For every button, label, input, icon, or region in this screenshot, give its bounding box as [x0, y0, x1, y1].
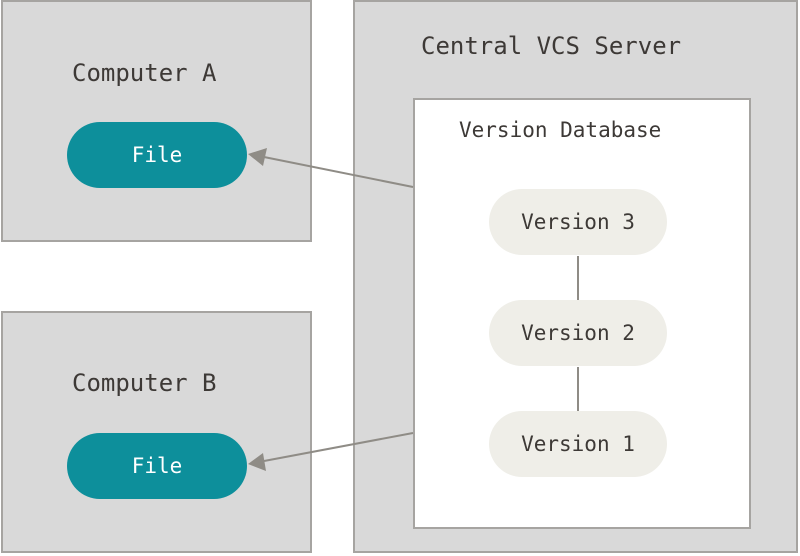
version-3-pill: Version 3	[489, 189, 667, 255]
server-title: Central VCS Server	[421, 32, 682, 60]
computer-a-box	[1, 0, 312, 242]
arrow-to-computer-a-line	[263, 156, 414, 188]
computer-a-file-pill: File	[67, 122, 247, 188]
version-1-pill: Version 1	[489, 411, 667, 477]
version-2-pill: Version 2	[489, 300, 667, 366]
arrow-to-computer-a-head	[248, 148, 267, 166]
computer-b-box	[1, 311, 312, 553]
computer-b-title: Computer B	[72, 369, 217, 397]
arrow-to-computer-b-head	[248, 453, 266, 471]
computer-b-file-pill: File	[67, 433, 247, 499]
database-title: Version Database	[459, 118, 662, 142]
arrow-to-computer-b-line	[263, 432, 414, 462]
computer-a-title: Computer A	[72, 59, 217, 87]
